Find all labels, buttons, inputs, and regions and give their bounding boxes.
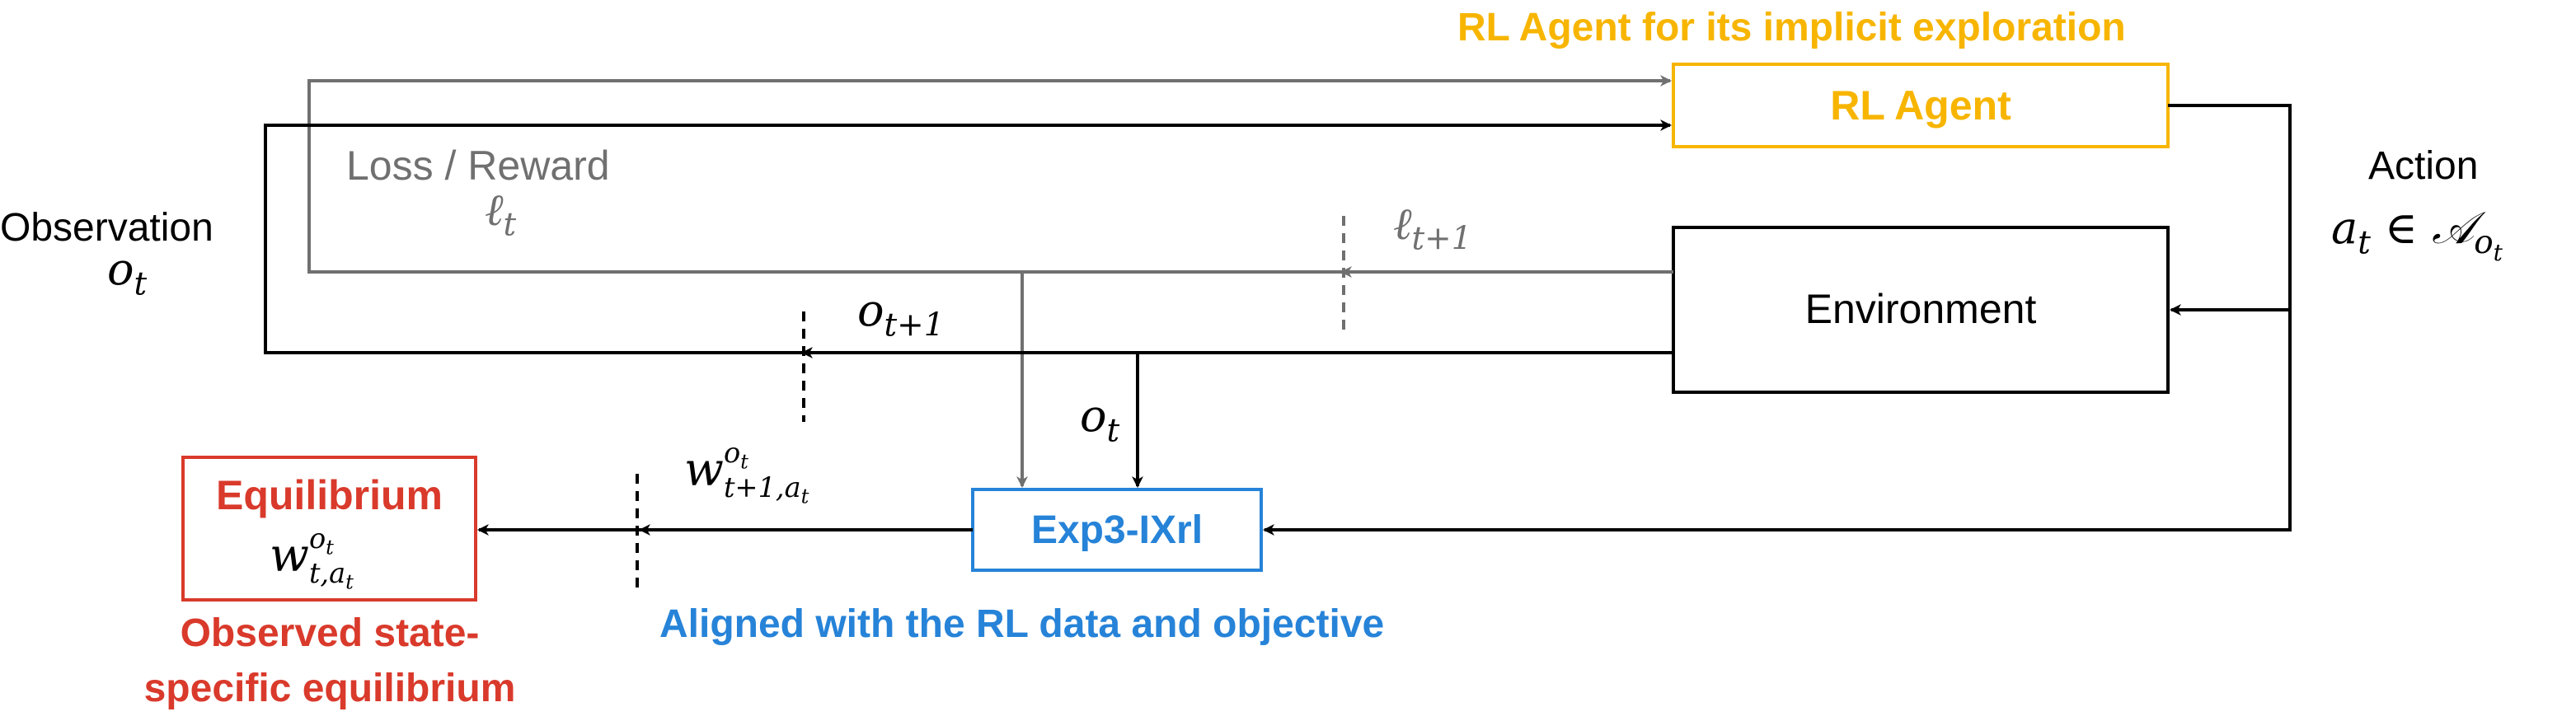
equilibrium-weight-sup: ot (308, 522, 334, 559)
equilibrium-box (181, 456, 477, 602)
exp3-caption: Aligned with the RL data and objective (659, 602, 1385, 646)
environment-box (1672, 226, 2170, 394)
equilibrium-weight-sub: t,at (308, 557, 354, 594)
action-math: at ∈ 𝒜ot (2331, 202, 2503, 267)
action-to-exp3-line (1263, 310, 2292, 536)
action-label: Action (2368, 144, 2479, 188)
weight-next-sup: ot (723, 437, 748, 474)
obs-next-math: ot+1 (857, 284, 945, 344)
loss-reward-label: Loss / Reward (346, 143, 610, 189)
environment-label: Environment (1804, 286, 2037, 332)
rl-agent-caption: RL Agent for its implicit exploration (1457, 6, 2126, 49)
loss-next-math: ℓt+1 (1393, 198, 1472, 258)
exp3-box (971, 488, 1263, 572)
rl-agent-label: RL Agent (1830, 82, 2011, 129)
loss-to-agent-line (307, 75, 1673, 274)
equilibrium-weight-base: w (270, 528, 309, 583)
equilibrium-weight-math: w ot t,at (270, 524, 354, 593)
observation-math: ot (107, 243, 148, 303)
loss-reward-math: ℓt (485, 184, 517, 244)
action-to-environment-line (2168, 104, 2292, 316)
exp3-label: Exp3-IXrl (1030, 508, 1204, 552)
observation-label: Observation (0, 206, 213, 250)
equilibrium-caption-line2: specific equilibrium (143, 667, 516, 710)
equilibrium-caption-line1: Observed state- (180, 611, 480, 655)
obs-to-exp3-math: ot (1080, 390, 1120, 450)
weight-next-sub: t+1,at (723, 471, 809, 508)
rl-agent-box (1672, 63, 2170, 148)
equilibrium-label: Equilibrium (216, 472, 443, 518)
weight-next-math: w ot t+1,at (684, 437, 809, 508)
